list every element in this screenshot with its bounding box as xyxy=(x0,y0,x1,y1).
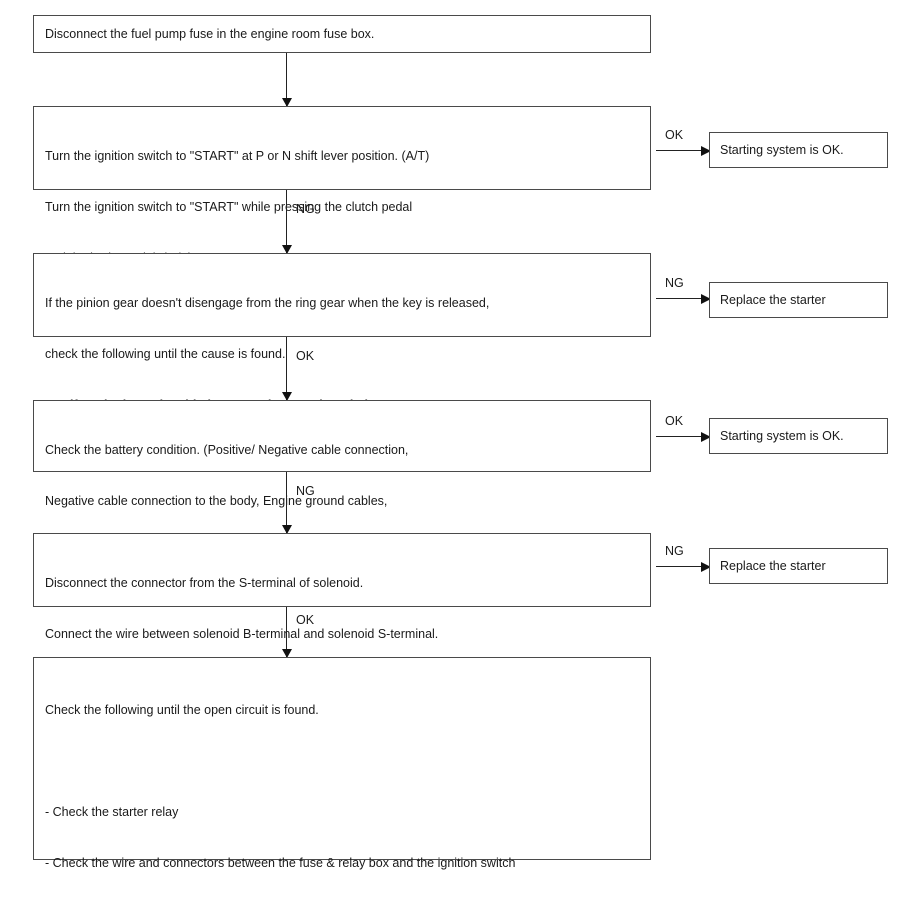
step-1-line-1: Disconnect the fuel pump fuse in the eng… xyxy=(45,26,375,41)
arrowhead-icon xyxy=(701,432,711,442)
connector-step4-to-step5 xyxy=(282,472,292,534)
branch-label-ok-1: OK xyxy=(665,128,684,142)
step-2-line-1: Turn the ignition switch to "START" at P… xyxy=(45,149,430,163)
connector-label-ok-3: OK xyxy=(296,613,315,627)
connector-label-ng-2: NG xyxy=(296,484,315,498)
branch-label-ng-2: NG xyxy=(665,276,684,290)
outcome-2-label: Replace the starter xyxy=(720,292,826,307)
outcome-1-label: Starting system is OK. xyxy=(720,142,844,157)
arrowhead-icon xyxy=(701,294,711,304)
connector-step2-to-step3 xyxy=(282,190,292,254)
flow-node-step-5: Disconnect the connector from the S-term… xyxy=(33,533,651,692)
connector-step4-to-outcome3 xyxy=(656,432,711,442)
branch-label-ng-4: NG xyxy=(665,544,684,558)
connector-step2-to-outcome1 xyxy=(656,146,711,156)
step-4-line-2: Negative cable connection to the body, E… xyxy=(45,494,388,508)
step-3-line-1: If the pinion gear doesn't disengage fro… xyxy=(45,296,490,310)
flow-outcome-4: Replace the starter xyxy=(709,548,888,584)
step-3-line-2: check the following until the cause is f… xyxy=(45,347,286,361)
flow-node-step-6: Check the following until the open circu… xyxy=(33,657,651,870)
step-5-line-2: Connect the wire between solenoid B-term… xyxy=(45,627,439,641)
connector-step5-to-outcome4 xyxy=(656,562,711,572)
step-6-item-1: - Check the starter relay xyxy=(45,805,179,819)
flow-node-step-1: Disconnect the fuel pump fuse in the eng… xyxy=(33,15,651,53)
step-6-item-2: - Check the wire and connectors between … xyxy=(45,856,516,870)
arrowhead-icon xyxy=(701,146,711,156)
step-4-line-1: Check the battery condition. (Positive/ … xyxy=(45,443,409,457)
arrowhead-icon xyxy=(282,98,292,107)
connector-step1-to-step2 xyxy=(282,53,292,107)
arrowhead-icon xyxy=(282,525,292,534)
connector-label-ok-2: OK xyxy=(296,349,315,363)
arrowhead-icon xyxy=(282,392,292,401)
branch-label-ok-3: OK xyxy=(665,414,684,428)
arrowhead-icon xyxy=(282,649,292,658)
connector-step3-to-step4 xyxy=(282,337,292,401)
connector-step5-to-step6 xyxy=(282,607,292,658)
step-6-spacer xyxy=(45,753,640,770)
flow-outcome-1: Starting system is OK. xyxy=(709,132,888,168)
step-2-line-2: Turn the ignition switch to "START" whil… xyxy=(45,200,413,214)
connector-label-ng-1: NG xyxy=(296,202,315,216)
flow-outcome-2: Replace the starter xyxy=(709,282,888,318)
flow-outcome-3: Starting system is OK. xyxy=(709,418,888,454)
outcome-3-label: Starting system is OK. xyxy=(720,428,844,443)
connector-step3-to-outcome2 xyxy=(656,294,711,304)
flow-node-step-2: Turn the ignition switch to "START" at P… xyxy=(33,106,651,316)
step-6-line-1: Check the following until the open circu… xyxy=(45,703,319,717)
outcome-4-label: Replace the starter xyxy=(720,558,826,573)
arrowhead-icon xyxy=(282,245,292,254)
arrowhead-icon xyxy=(701,562,711,572)
step-5-line-1: Disconnect the connector from the S-term… xyxy=(45,576,364,590)
flow-node-step-3: If the pinion gear doesn't disengage fro… xyxy=(33,253,651,463)
flow-node-step-4: Check the battery condition. (Positive/ … xyxy=(33,400,651,559)
